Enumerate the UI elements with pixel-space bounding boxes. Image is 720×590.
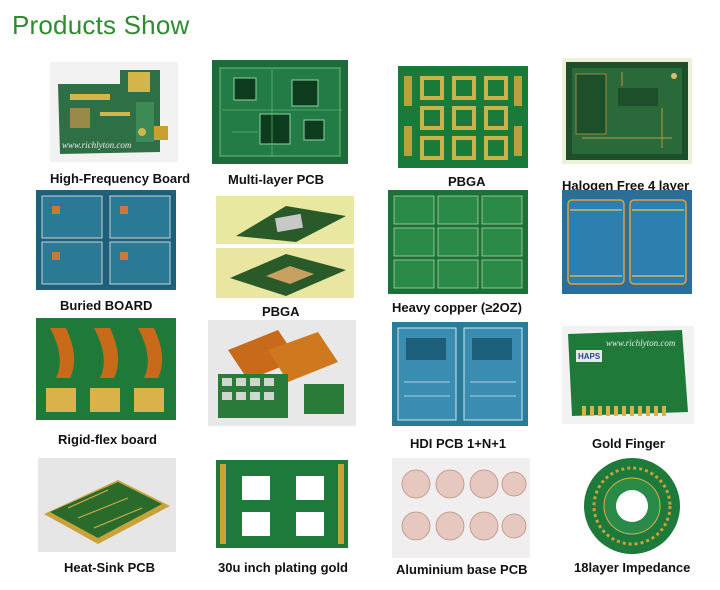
heat-sink-image: [38, 458, 176, 552]
heavy-copper-image: [388, 190, 528, 294]
product-label-pbga-2: PBGA: [262, 304, 300, 319]
buried-board-image: [36, 190, 176, 290]
page-title: Products Show: [12, 10, 190, 40]
product-label-heat-sink: Heat-Sink PCB: [64, 560, 156, 575]
product-label-halogen-free: Halogen Free 4 layer: [562, 178, 690, 193]
product-label-high-frequency-board: High-Frequency Board: [50, 171, 191, 186]
haps-badge: HAPS: [578, 352, 601, 361]
hdi-pcb-image: [392, 322, 528, 426]
product-label-18layer-impedance: 18layer Impedance: [574, 560, 691, 575]
product-label-plating-gold: 30u inch plating gold: [218, 560, 348, 575]
gold-finger-image: HAPS www.richlyton.com: [562, 326, 694, 424]
blue-multilayer-image: [562, 190, 692, 294]
pbga-board-image: [398, 66, 528, 168]
product-label-pbga-1: PBGA: [448, 174, 486, 189]
gold-finger-watermark: www.richlyton.com: [606, 338, 676, 348]
pbga-chip-image-top: [216, 196, 354, 244]
impedance-ring-image: [576, 456, 688, 556]
product-label-multi-layer-pcb: Multi-layer PCB: [228, 172, 325, 187]
product-label-aluminium-base: Aluminium base PCB: [396, 562, 528, 577]
pbga-chip-image-bottom: [216, 248, 354, 298]
high-frequency-board-watermark: www.richlyton.com: [62, 140, 132, 150]
multi-layer-pcb-image: [212, 60, 348, 164]
halogen-free-board-image: [562, 58, 692, 164]
product-label-buried-board: Buried BOARD: [60, 298, 153, 313]
product-label-hdi-pcb: HDI PCB 1+N+1: [410, 436, 507, 451]
plating-gold-image: [212, 456, 352, 552]
product-label-rigid-flex: Rigid-flex board: [58, 432, 157, 447]
product-label-heavy-copper: Heavy copper (≥2OZ): [392, 300, 522, 315]
aluminium-base-image: [392, 458, 530, 558]
rigid-flex-image: [36, 318, 176, 420]
flex-panel-image: [208, 320, 356, 426]
product-label-gold-finger: Gold Finger: [592, 436, 665, 451]
high-frequency-board-image: www.richlyton.com: [50, 62, 178, 162]
